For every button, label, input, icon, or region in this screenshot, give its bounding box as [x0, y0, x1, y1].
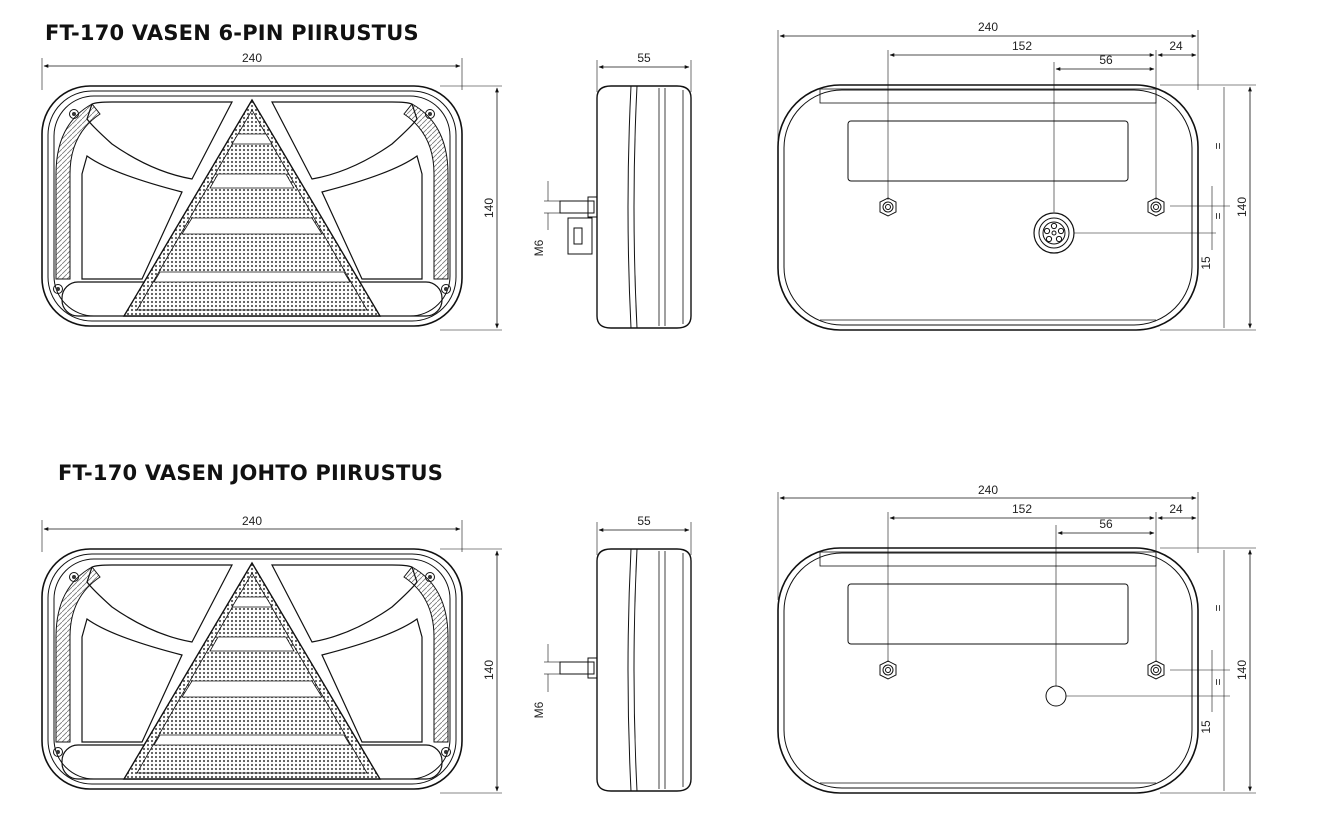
bolt-size-label-top: M6 [532, 239, 546, 256]
front-height-label-bottom: 140 [482, 660, 496, 680]
side-depth-dimension-top: 55 [596, 51, 692, 92]
equal-mark-lower: = [1211, 212, 1225, 219]
front-width-label: 240 [242, 51, 262, 65]
front-view-top [41, 85, 463, 327]
cable-hole-icon [1045, 685, 1067, 707]
rear-height-label-bottom: 140 [1235, 660, 1249, 680]
front-width-dimension-bottom: 240 [41, 514, 463, 552]
equal-mark-lower-bottom: = [1211, 678, 1225, 685]
front-height-label: 140 [482, 198, 496, 218]
rear-view-top [777, 62, 1216, 331]
six-pin-connector-icon [1033, 212, 1075, 254]
rear-width-label-bottom: 240 [978, 483, 998, 497]
rear-center-offset-label-bottom: 56 [1099, 517, 1113, 531]
side-depth-label: 55 [637, 51, 651, 65]
rear-edge-offset-label-bottom: 24 [1169, 502, 1183, 516]
rear-dimensions-top: 240 152 56 24 140 = = 15 [777, 20, 1256, 331]
equal-mark-upper-bottom: = [1211, 604, 1225, 611]
front-view-bottom [41, 548, 463, 790]
front-height-dimension-top: 140 [440, 85, 502, 331]
side-depth-dimension-bottom: 55 [596, 514, 692, 555]
drawing-title-bottom: FT-170 VASEN JOHTO PIIRUSTUS [58, 461, 444, 485]
rear-center-offset-label: 56 [1099, 53, 1113, 67]
rear-height-label: 140 [1235, 197, 1249, 217]
front-height-dimension-bottom: 140 [440, 548, 502, 794]
bolt-size-label-bottom: M6 [532, 701, 546, 718]
equal-mark-upper: = [1211, 142, 1225, 149]
drawing-title-top: FT-170 VASEN 6-PIN PIIRUSTUS [45, 21, 419, 45]
side-view-top [544, 85, 692, 329]
front-width-dimension-top: 240 [41, 51, 463, 90]
rear-dimensions-bottom: 240 152 56 24 140 = = 15 [777, 483, 1256, 794]
rear-view-bottom [777, 525, 1199, 794]
rear-bolt-spacing-label: 152 [1012, 39, 1032, 53]
side-view-bottom [544, 548, 692, 792]
rear-connector-offset-label: 15 [1199, 256, 1213, 270]
rear-bolt-spacing-label-bottom: 152 [1012, 502, 1032, 516]
rear-width-label: 240 [978, 20, 998, 34]
front-width-label-bottom: 240 [242, 514, 262, 528]
side-depth-label-bottom: 55 [637, 514, 651, 528]
rear-edge-offset-label: 24 [1169, 39, 1183, 53]
rear-connector-offset-label-bottom: 15 [1199, 720, 1213, 734]
